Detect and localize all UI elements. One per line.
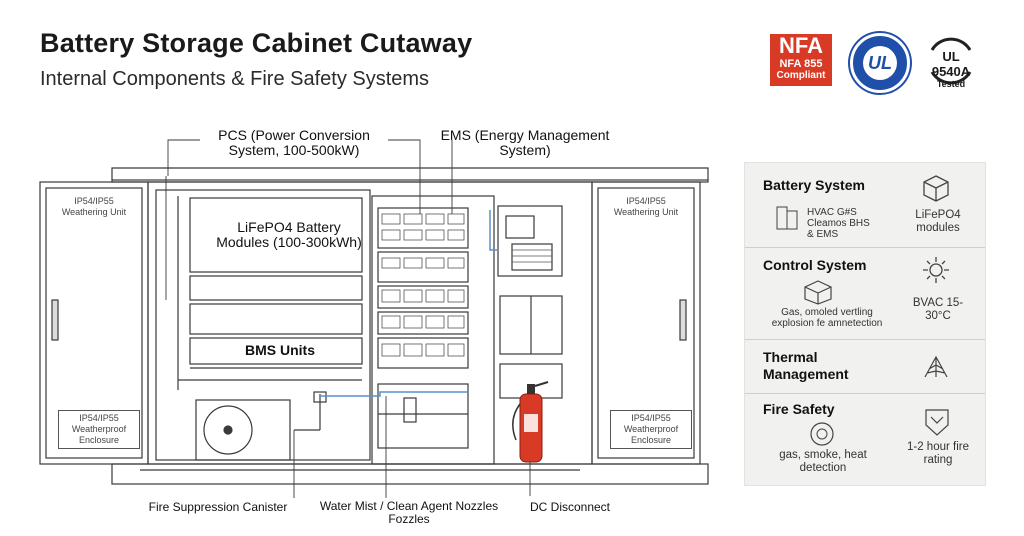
battery-system-sub-right: LiFePO4 modules [915, 209, 961, 234]
ul9540a-line2: Tested [936, 79, 966, 89]
nfa-badge-line2: NFA 855 [779, 58, 823, 70]
thermal-section: Thermal Management [745, 339, 985, 394]
rack-module-3 [377, 285, 469, 309]
rack-module-4 [377, 311, 469, 335]
right-door-top-text: IP54/IP55 Weathering Unit [613, 196, 679, 217]
left-door-bottom-text: IP54/IP55 Weatherproof Enclosure [58, 410, 140, 449]
hvac-unit [195, 399, 291, 461]
battery-module-shelf-3 [189, 303, 363, 335]
pcs-leader [167, 139, 200, 176]
ems-unit [497, 205, 563, 277]
nfa-badge-line3: Compliant [776, 70, 826, 81]
smoke-detector-icon [810, 422, 834, 446]
right-door [591, 181, 701, 465]
fire-safety-sub-left: gas, smoke, heat detection [779, 449, 867, 474]
cabinet-cutaway-diagram [39, 139, 709, 498]
pcs-module-2 [377, 251, 469, 283]
page-subtitle: Internal Components & Fire Safety System… [40, 68, 430, 90]
fire-suppression-canister-label: Fire Suppression Canister [148, 500, 288, 514]
cabinet-roof [111, 167, 709, 180]
nfa-855-badge: NFA NFA 855 Compliant [770, 34, 832, 86]
fire-safety-sub-right: 1-2 hour fire rating [906, 441, 969, 466]
ul-badge-mark: UL [868, 53, 892, 73]
water-mist-nozzles-label: Water Mist / Clean Agent Nozzles Fozzles [319, 499, 499, 526]
pcs-module-1 [377, 207, 469, 249]
control-system-section: Control System Gas, omoled vertling expl… [745, 247, 985, 340]
fire-suppression-canister [403, 397, 417, 423]
page-title: Battery Storage Cabinet Cutaway [40, 28, 473, 58]
control-system-title: Control System [763, 257, 867, 273]
battery-system-sub-left: HVAC G#S Cleamos BHS & EMS [807, 207, 870, 240]
right-door-bottom-text: IP54/IP55 Weatherproof Enclosure [610, 410, 692, 449]
thermal-leaf-icon [924, 355, 948, 378]
ems-callout: EMS (Energy Management System) [440, 127, 610, 158]
cabinet-base [111, 463, 709, 485]
ul9540a-badge: UL 9540A Tested [922, 36, 980, 89]
battery-module-shelf-2 [189, 275, 363, 301]
rack-lower-bay [377, 383, 469, 449]
nfa-badge-line1: NFA [779, 33, 823, 58]
battery-module-shelf-1 [189, 197, 363, 273]
fire-extinguisher [512, 381, 549, 463]
fire-safety-section: Fire Safety gas, smoke, heat detection 1… [745, 393, 985, 485]
control-system-sub-right: BVAC 15-30°C [912, 297, 964, 322]
center-rack [371, 195, 495, 465]
battery-system-section: Battery System HVAC G#S Cleamos BHS & EM… [745, 163, 985, 248]
rack-module-5 [377, 337, 469, 369]
info-panel: Battery System HVAC G#S Cleamos BHS & EM… [744, 162, 986, 486]
control-system-sub-left: Gas, omoled vertling explosion fe amnete… [771, 307, 883, 329]
gear-icon [923, 257, 949, 283]
fire-safety-title: Fire Safety [763, 401, 835, 417]
battery-stack-icon [776, 206, 798, 230]
battery-modules-label: LiFePO4 Battery Modules (100-300kWh) [216, 219, 362, 250]
ul-badge-inner: UL [863, 46, 897, 80]
cube-icon [923, 175, 949, 202]
box-icon [804, 280, 832, 305]
battery-system-title: Battery System [763, 177, 865, 193]
ul9540a-ring-icon [930, 37, 972, 85]
ul9540a-line1: UL 9540A [931, 49, 971, 79]
pcs-callout: PCS (Power Conversion System, 100-500kW) [218, 127, 370, 158]
fire-shield-icon [925, 409, 949, 436]
water-mist-pipes [320, 210, 498, 397]
dc-disconnect-label: DC Disconnect [529, 500, 611, 514]
left-door [39, 181, 149, 465]
thermal-title: Thermal Management [763, 349, 849, 382]
bms-shelf [189, 337, 363, 365]
bms-units-label: BMS Units [245, 342, 315, 358]
left-door-top-text: IP54/IP55 Weathering Unit [61, 196, 127, 217]
ul-badge: UL [850, 33, 910, 93]
